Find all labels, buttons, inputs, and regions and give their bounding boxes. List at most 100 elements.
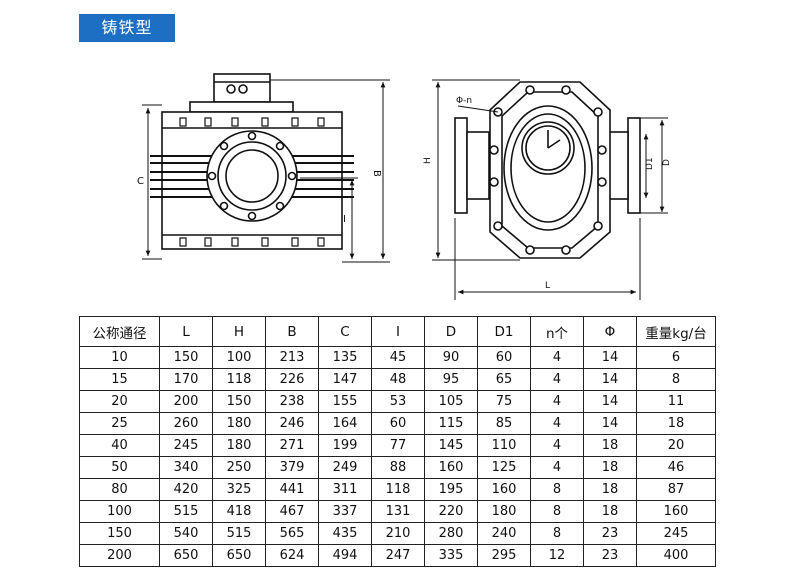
table-cell: 20 bbox=[636, 434, 716, 457]
table-cell: 624 bbox=[265, 544, 319, 567]
table-cell: 147 bbox=[318, 368, 372, 391]
dim-label-h: H bbox=[423, 157, 433, 164]
table-cell: 494 bbox=[318, 544, 372, 567]
column-header: 公称通径 bbox=[79, 316, 160, 347]
table-cell: 150 bbox=[212, 390, 266, 413]
table-cell: 280 bbox=[424, 522, 478, 545]
dim-label-i: I bbox=[343, 214, 346, 225]
dim-label-c: C bbox=[137, 176, 144, 187]
column-header: Φ bbox=[583, 316, 637, 347]
table-cell: 14 bbox=[583, 368, 637, 391]
column-header: H bbox=[212, 316, 266, 347]
table-cell: 379 bbox=[265, 456, 319, 479]
table-cell: 400 bbox=[636, 544, 716, 567]
table-cell: 23 bbox=[583, 522, 637, 545]
table-cell: 8 bbox=[530, 522, 584, 545]
table-cell: 85 bbox=[477, 412, 531, 435]
table-cell: 340 bbox=[159, 456, 213, 479]
table-cell: 75 bbox=[477, 390, 531, 413]
table-cell: 337 bbox=[318, 500, 372, 523]
table-cell: 210 bbox=[371, 522, 425, 545]
table-cell: 14 bbox=[583, 412, 637, 435]
table-cell: 131 bbox=[371, 500, 425, 523]
table-cell: 325 bbox=[212, 478, 266, 501]
table-cell: 18 bbox=[583, 500, 637, 523]
column-header: D1 bbox=[477, 316, 531, 347]
side-view bbox=[454, 81, 641, 259]
table-cell: 18 bbox=[583, 434, 637, 457]
table-cell: 6 bbox=[636, 346, 716, 369]
table-cell: 213 bbox=[265, 346, 319, 369]
table-cell: 88 bbox=[371, 456, 425, 479]
table-cell: 155 bbox=[318, 390, 372, 413]
table-cell: 4 bbox=[530, 434, 584, 457]
table-cell: 420 bbox=[159, 478, 213, 501]
table-cell: 200 bbox=[79, 544, 160, 567]
table-cell: 14 bbox=[583, 390, 637, 413]
table-cell: 441 bbox=[265, 478, 319, 501]
table-cell: 65 bbox=[477, 368, 531, 391]
table-cell: 199 bbox=[318, 434, 372, 457]
table-cell: 15 bbox=[79, 368, 160, 391]
table-cell: 8 bbox=[530, 478, 584, 501]
table-cell: 18 bbox=[636, 412, 716, 435]
table-cell: 180 bbox=[477, 500, 531, 523]
table-cell: 170 bbox=[159, 368, 213, 391]
table-cell: 180 bbox=[212, 412, 266, 435]
column-header: B bbox=[265, 316, 319, 347]
table-cell: 467 bbox=[265, 500, 319, 523]
dim-label-l: L bbox=[545, 281, 550, 291]
table-cell: 245 bbox=[636, 522, 716, 545]
table-cell: 8 bbox=[530, 500, 584, 523]
front-view bbox=[150, 73, 354, 250]
column-header: I bbox=[371, 316, 425, 347]
column-header: C bbox=[318, 316, 372, 347]
table-cell: 240 bbox=[477, 522, 531, 545]
table-cell: 226 bbox=[265, 368, 319, 391]
table-cell: 48 bbox=[371, 368, 425, 391]
table-cell: 515 bbox=[159, 500, 213, 523]
table-cell: 335 bbox=[424, 544, 478, 567]
table-cell: 105 bbox=[424, 390, 478, 413]
table-cell: 220 bbox=[424, 500, 478, 523]
table-cell: 247 bbox=[371, 544, 425, 567]
table-cell: 540 bbox=[159, 522, 213, 545]
table-cell: 180 bbox=[212, 434, 266, 457]
table-cell: 12 bbox=[530, 544, 584, 567]
table-cell: 650 bbox=[212, 544, 266, 567]
table-cell: 135 bbox=[318, 346, 372, 369]
table-cell: 200 bbox=[159, 390, 213, 413]
table-cell: 46 bbox=[636, 456, 716, 479]
table-cell: 45 bbox=[371, 346, 425, 369]
table-cell: 164 bbox=[318, 412, 372, 435]
table-cell: 50 bbox=[79, 456, 160, 479]
section-title: 铸铁型 bbox=[79, 14, 175, 42]
dim-label-d: D bbox=[662, 159, 672, 166]
table-cell: 95 bbox=[424, 368, 478, 391]
table-cell: 100 bbox=[79, 500, 160, 523]
table-cell: 4 bbox=[530, 412, 584, 435]
table-cell: 160 bbox=[477, 478, 531, 501]
table-cell: 150 bbox=[159, 346, 213, 369]
table-cell: 87 bbox=[636, 478, 716, 501]
table-cell: 238 bbox=[265, 390, 319, 413]
table-cell: 25 bbox=[79, 412, 160, 435]
column-header: n个 bbox=[530, 316, 584, 347]
table-cell: 53 bbox=[371, 390, 425, 413]
table-cell: 195 bbox=[424, 478, 478, 501]
table-cell: 8 bbox=[636, 368, 716, 391]
table-cell: 515 bbox=[212, 522, 266, 545]
table-cell: 110 bbox=[477, 434, 531, 457]
table-cell: 20 bbox=[79, 390, 160, 413]
table-cell: 18 bbox=[583, 456, 637, 479]
technical-drawing: C B I bbox=[137, 73, 672, 300]
table-cell: 118 bbox=[371, 478, 425, 501]
table-cell: 125 bbox=[477, 456, 531, 479]
